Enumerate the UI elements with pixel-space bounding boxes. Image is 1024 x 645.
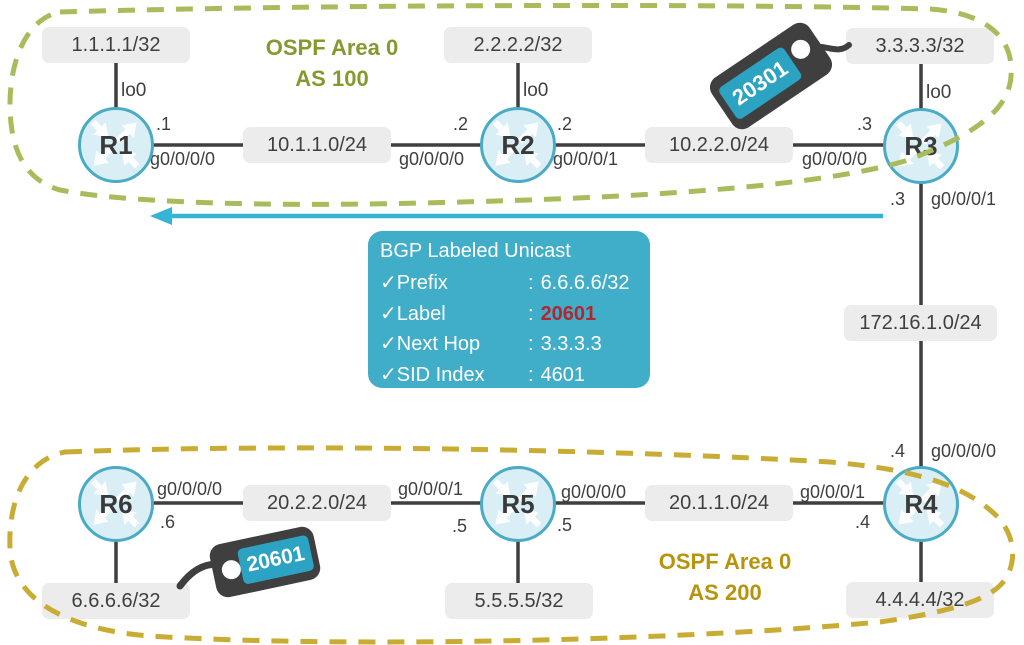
- area-as100-line1: OSPF Area 0: [265, 35, 399, 60]
- bgp-row-label: ✓Label : 20601: [380, 299, 640, 330]
- addr-label-r5-g0000: .5: [557, 515, 573, 535]
- network-box-r6-r5: 20.2.2.0/24: [243, 485, 391, 521]
- lo0-label-r3: lo0: [926, 82, 952, 103]
- router-name-r6: R6: [99, 488, 133, 519]
- if-label-r5-g0000: g0/0/0/0: [561, 482, 627, 502]
- if-label-r2-g0000: g0/0/0/0: [399, 149, 465, 169]
- addr-label-r2-g0000: .2: [453, 114, 469, 134]
- check-icon: ✓: [380, 363, 397, 386]
- router-name-r2: R2: [501, 129, 535, 160]
- bgp-row-colon: :: [528, 363, 534, 386]
- if-label-r4-g0000: g0/0/0/0: [931, 441, 997, 461]
- router-name-r4: R4: [904, 488, 938, 519]
- bgp-panel-title: BGP Labeled Unicast: [380, 240, 571, 262]
- bgp-row-name: SID Index: [396, 363, 485, 386]
- if-label-r3-g0001: g0/0/0/1: [931, 189, 997, 209]
- area-title-as200: OSPF Area 0 AS 200: [638, 547, 812, 609]
- router-node-r3: R3: [883, 108, 959, 184]
- bgp-row-colon: :: [528, 302, 534, 325]
- router-node-r1: R1: [78, 107, 154, 183]
- if-label-r5-g0001: g0/0/0/1: [398, 479, 464, 499]
- bgp-next-hop-value: 3.3.3.3: [540, 333, 602, 355]
- bgp-row-colon: :: [528, 333, 534, 355]
- bgp-row-colon: :: [528, 272, 534, 294]
- router-node-r5: R5: [480, 466, 556, 542]
- addr-label-r3-g0001: .3: [890, 189, 906, 209]
- loopback-box-r1: 1.1.1.1/32: [42, 27, 190, 63]
- bgp-prefix-value: 6.6.6.6/32: [540, 272, 630, 294]
- addr-label-r6-g0000: .6: [160, 512, 176, 532]
- if-label-r4-g0001: g0/0/0/1: [800, 482, 866, 502]
- area-as100-line2: AS 100: [295, 65, 369, 91]
- bgp-row-next-hop: ✓Next Hop : 3.3.3.3: [380, 329, 640, 360]
- router-node-r2: R2: [480, 107, 556, 183]
- network-box-r2-r3: 10.2.2.0/24: [645, 127, 793, 163]
- addr-label-r5-g0001: .5: [452, 516, 468, 536]
- addr-label-r3-g0000: .3: [857, 114, 873, 134]
- bgp-advertise-arrow: [150, 207, 883, 225]
- bgp-labeled-unicast-panel: BGP Labeled Unicast ✓Prefix : 6.6.6.6/32…: [368, 231, 650, 388]
- addr-label-r1-g0000: .1: [156, 114, 172, 134]
- loopback-box-r2: 2.2.2.2/32: [444, 27, 592, 63]
- addr-label-r4-g0000: .4: [890, 441, 906, 461]
- bgp-row-name: Label: [396, 302, 446, 325]
- if-label-r2-g0001: g0/0/0/1: [553, 149, 619, 169]
- loopback-box-r3: 3.3.3.3/32: [846, 28, 994, 64]
- if-label-r3-g0000: g0/0/0/0: [802, 149, 868, 169]
- lo0-label-r2: lo0: [523, 80, 549, 101]
- loopback-box-r4: 4.4.4.4/32: [846, 582, 994, 618]
- bgp-label-value: 20601: [540, 302, 597, 325]
- router-name-r3: R3: [904, 130, 938, 161]
- router-name-r1: R1: [99, 129, 133, 160]
- bgp-row-prefix: ✓Prefix : 6.6.6.6/32: [380, 268, 640, 299]
- check-icon: ✓: [380, 333, 397, 355]
- network-box-r1-r2: 10.1.1.0/24: [243, 127, 391, 163]
- bgp-row-name: Prefix: [396, 272, 448, 294]
- if-label-r6-g0000: g0/0/0/0: [157, 479, 223, 499]
- network-box-r3-r4: 172.16.1.0/24: [844, 305, 997, 341]
- router-node-r4: R4: [883, 466, 959, 542]
- addr-label-r4-g0001: .4: [855, 512, 871, 532]
- bgp-sid-index-value: 4601: [540, 363, 586, 386]
- loopback-box-r5: 5.5.5.5/32: [445, 583, 593, 619]
- bgp-row-name: Next Hop: [396, 333, 481, 355]
- router-node-r6: R6: [78, 466, 154, 542]
- lo0-label-r1: lo0: [121, 80, 147, 101]
- area-title-as100: OSPF Area 0 AS 100: [248, 33, 416, 95]
- area-as200-line2: AS 200: [688, 579, 762, 605]
- addr-label-r2-g0001: .2: [557, 114, 573, 134]
- router-name-r5: R5: [501, 488, 535, 519]
- tag-hole-icon: [787, 36, 814, 63]
- bgp-row-sid-index: ✓SID Index : 4601: [380, 360, 640, 391]
- tag-value: 20601: [236, 534, 315, 585]
- network-box-r5-r4: 20.1.1.0/24: [645, 485, 793, 521]
- check-icon: ✓: [380, 302, 397, 325]
- area-as200-line1: OSPF Area 0: [658, 549, 792, 574]
- loopback-box-r6: 6.6.6.6/32: [42, 583, 190, 619]
- if-label-r1-g0000: g0/0/0/0: [150, 149, 216, 169]
- check-icon: ✓: [380, 272, 397, 294]
